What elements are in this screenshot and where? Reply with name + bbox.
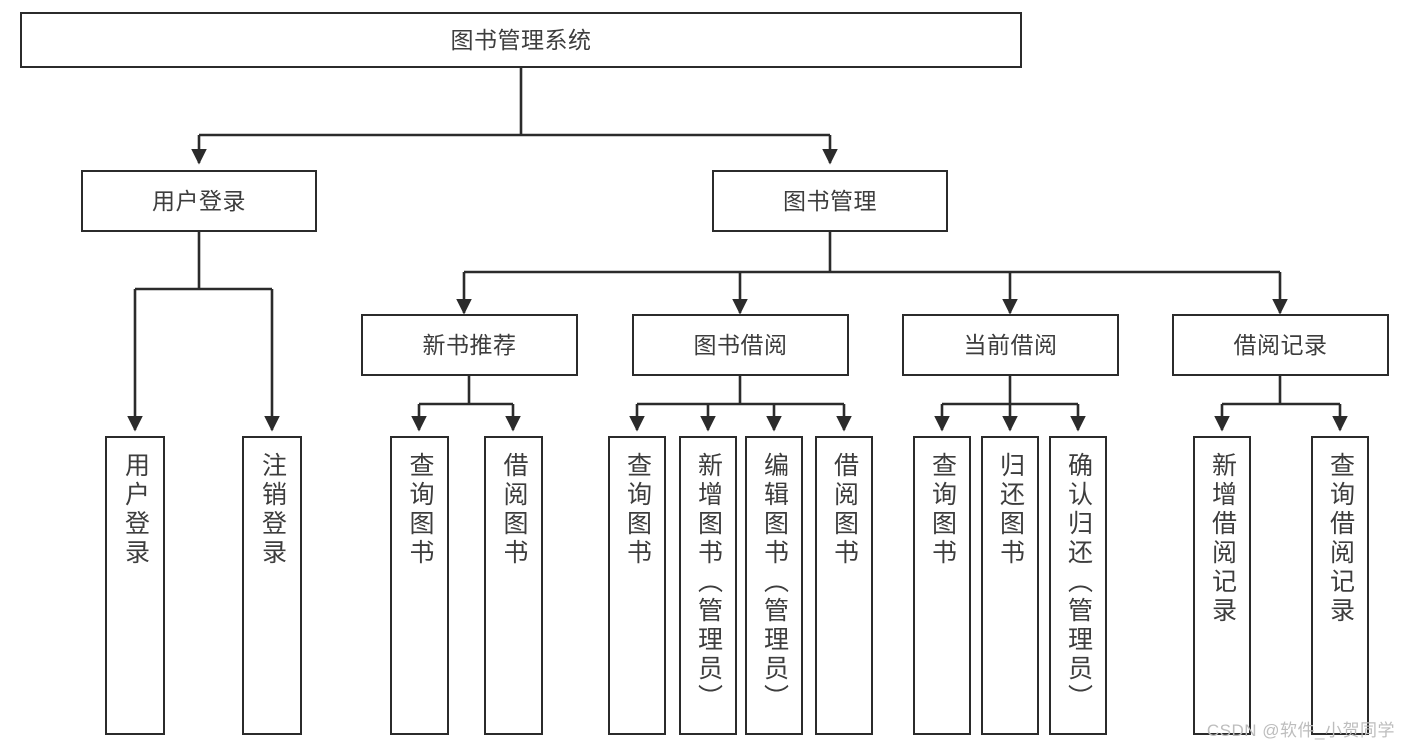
node-leaf-user-login[interactable]: 用户登录 bbox=[105, 436, 165, 735]
node-leaf-query-book-2-label: 查询图书 bbox=[623, 452, 652, 568]
node-leaf-add-record-label: 新增借阅记录 bbox=[1208, 452, 1237, 626]
node-leaf-query-book-2[interactable]: 查询图书 bbox=[608, 436, 666, 735]
node-book-borrow[interactable]: 图书借阅 bbox=[632, 314, 849, 376]
node-book-management-label: 图书管理 bbox=[783, 187, 877, 214]
node-root-label: 图书管理系统 bbox=[450, 26, 592, 53]
node-leaf-logout-login-label: 注销登录 bbox=[258, 452, 287, 568]
node-leaf-confirm-return[interactable]: 确认归还（管理员） bbox=[1049, 436, 1107, 735]
node-leaf-add-book-label: 新增图书（管理员） bbox=[694, 452, 723, 713]
node-leaf-query-book-3[interactable]: 查询图书 bbox=[913, 436, 971, 735]
node-user-login-label: 用户登录 bbox=[152, 187, 246, 214]
node-current-borrow-label: 当前借阅 bbox=[963, 331, 1058, 358]
node-leaf-query-book-3-label: 查询图书 bbox=[928, 452, 957, 568]
node-leaf-borrow-book-1[interactable]: 借阅图书 bbox=[484, 436, 543, 735]
node-book-borrow-label: 图书借阅 bbox=[693, 331, 788, 358]
node-leaf-borrow-book-2-label: 借阅图书 bbox=[830, 452, 859, 568]
node-current-borrow[interactable]: 当前借阅 bbox=[902, 314, 1119, 376]
node-leaf-add-book[interactable]: 新增图书（管理员） bbox=[679, 436, 737, 735]
node-user-login[interactable]: 用户登录 bbox=[81, 170, 317, 232]
node-leaf-query-book-1-label: 查询图书 bbox=[406, 452, 434, 568]
node-leaf-confirm-return-label: 确认归还（管理员） bbox=[1064, 452, 1093, 713]
node-leaf-query-book-1[interactable]: 查询图书 bbox=[390, 436, 449, 735]
node-book-management[interactable]: 图书管理 bbox=[712, 170, 948, 232]
node-leaf-borrow-book-2[interactable]: 借阅图书 bbox=[815, 436, 873, 735]
node-leaf-edit-book[interactable]: 编辑图书（管理员） bbox=[745, 436, 803, 735]
watermark-text: CSDN @软件_小贺同学 bbox=[1206, 721, 1395, 740]
node-leaf-add-record[interactable]: 新增借阅记录 bbox=[1193, 436, 1251, 735]
node-leaf-return-book[interactable]: 归还图书 bbox=[981, 436, 1039, 735]
node-new-book-recommend[interactable]: 新书推荐 bbox=[361, 314, 578, 376]
node-leaf-user-login-label: 用户登录 bbox=[121, 452, 150, 568]
node-new-book-recommend-label: 新书推荐 bbox=[422, 331, 517, 358]
node-leaf-edit-book-label: 编辑图书（管理员） bbox=[760, 452, 789, 713]
node-leaf-borrow-book-1-label: 借阅图书 bbox=[500, 452, 528, 568]
node-leaf-logout-login[interactable]: 注销登录 bbox=[242, 436, 302, 735]
node-leaf-query-record[interactable]: 查询借阅记录 bbox=[1311, 436, 1369, 735]
node-leaf-query-record-label: 查询借阅记录 bbox=[1326, 452, 1355, 626]
node-root[interactable]: 图书管理系统 bbox=[20, 12, 1022, 68]
node-borrow-record[interactable]: 借阅记录 bbox=[1172, 314, 1389, 376]
node-leaf-return-book-label: 归还图书 bbox=[996, 452, 1025, 568]
node-borrow-record-label: 借阅记录 bbox=[1233, 331, 1328, 358]
